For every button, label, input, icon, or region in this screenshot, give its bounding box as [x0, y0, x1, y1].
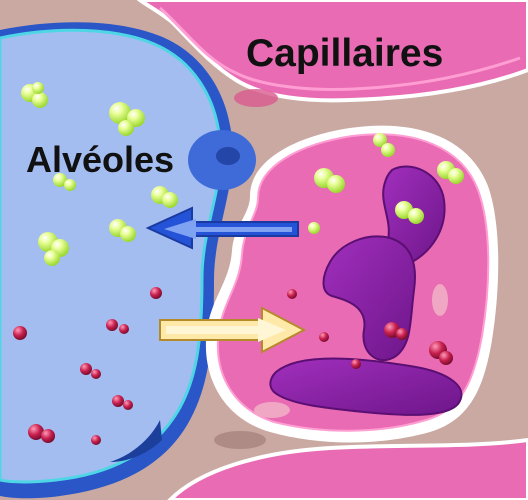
capillary-top-spot	[234, 89, 278, 107]
alveolus-blue-patch-inner	[216, 147, 240, 165]
tissue-smudge	[214, 431, 266, 449]
capillary-pale-patch	[254, 402, 290, 418]
o2-particle	[287, 289, 297, 299]
o2-particle	[91, 435, 101, 445]
capillaries-label: Capillaires	[246, 32, 443, 75]
o2-particle	[351, 359, 361, 369]
o2-particle	[13, 326, 27, 340]
co2-bubble	[308, 222, 320, 234]
o2-particle	[319, 332, 329, 342]
o2-particle	[150, 287, 162, 299]
capillary-pale-patch-right	[432, 284, 448, 316]
alveoli-label: Alvéoles	[26, 139, 174, 180]
